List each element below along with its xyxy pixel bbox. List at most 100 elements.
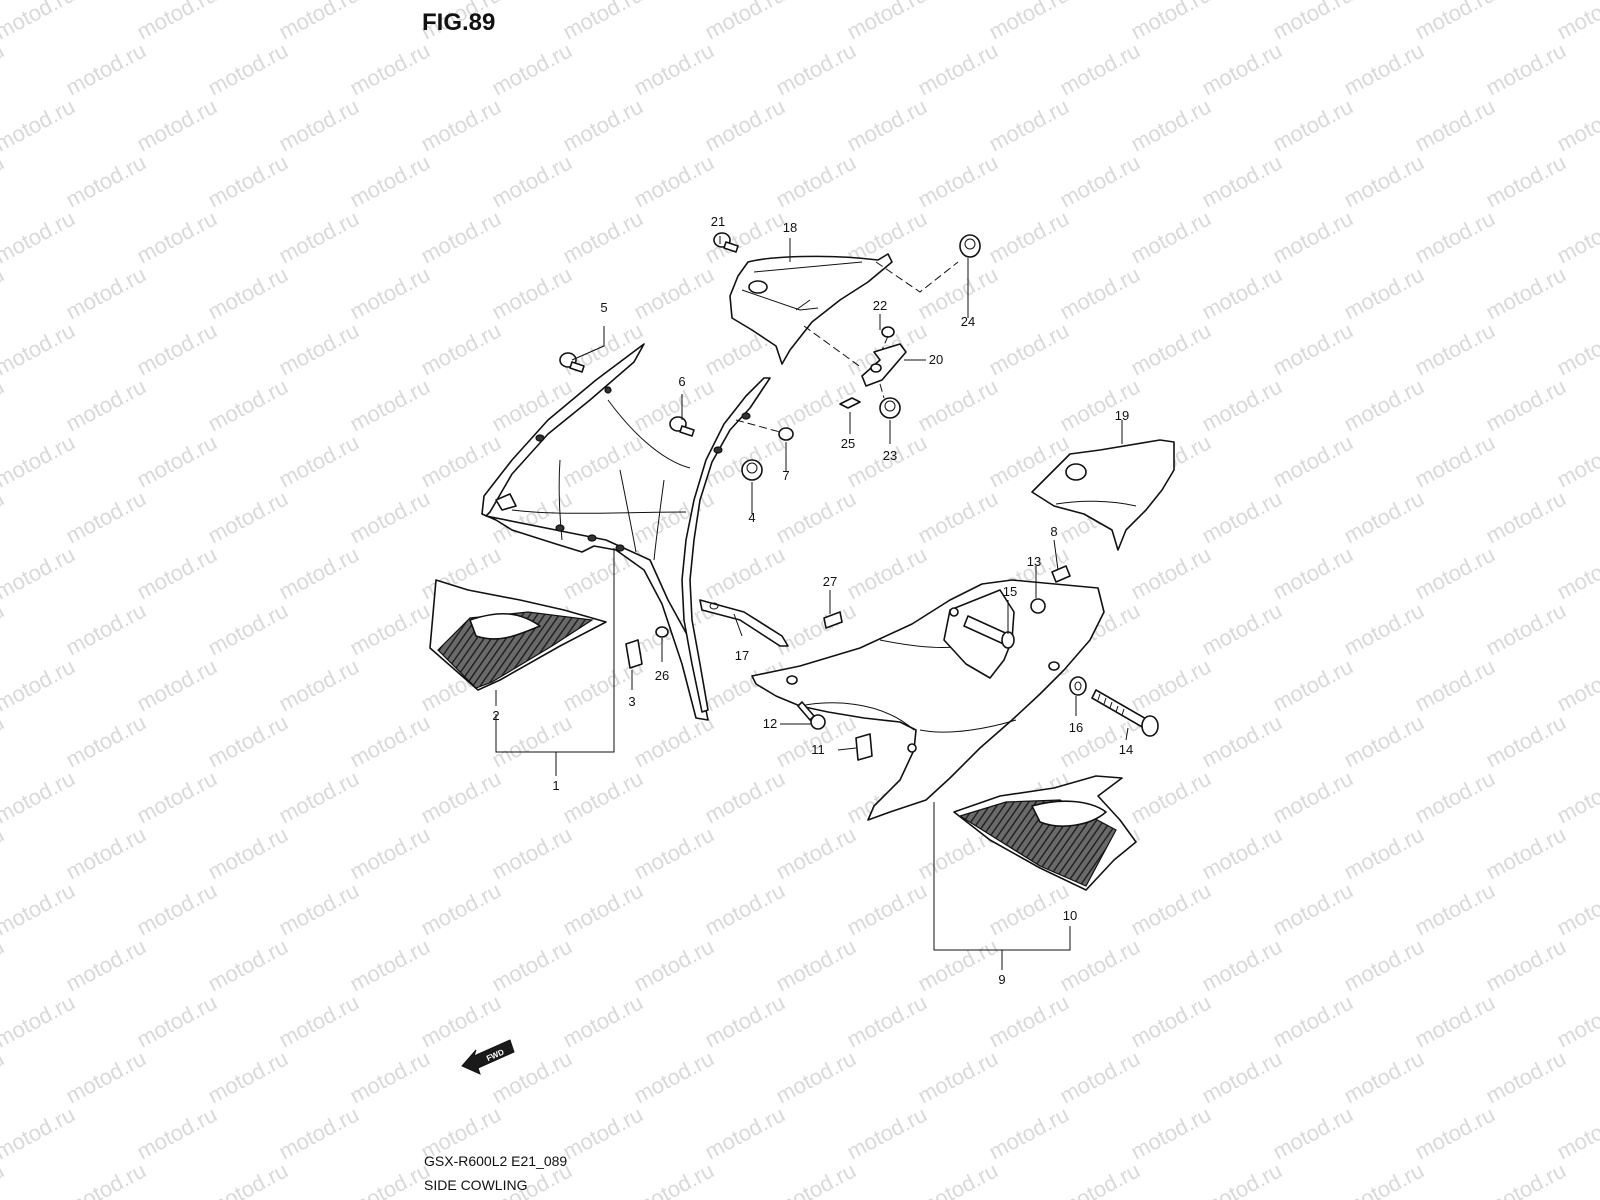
watermark-text: motod.ru [0,990,79,1053]
watermark-text: motod.ru [1198,934,1286,997]
watermark-text: motod.ru [0,934,8,997]
part-22-screw [881,326,895,338]
watermark-text: motod.ru [985,990,1073,1053]
watermark-text: motod.ru [701,430,789,493]
watermark-text: motod.ru [346,262,434,325]
watermark-text: motod.ru [843,94,931,157]
watermark-text: motod.ru [1411,94,1499,157]
watermark-text: motod.ru [1482,598,1570,661]
watermark-text: motod.ru [275,0,363,44]
assembly-line-24 [875,261,959,293]
watermark-text: motod.ru [772,934,860,997]
part-13-nut [1030,598,1046,614]
callout-3: 3 [628,694,635,709]
watermark-text: motod.ru [488,150,576,213]
watermark-text: motod.ru [1411,0,1499,44]
watermark-text: motod.ru [630,38,718,101]
watermark-text: motod.ru [1340,1046,1428,1109]
watermark-text: motod.ru [346,1158,434,1200]
leader-lines [495,236,1129,970]
watermark-text: motod.ru [630,150,718,213]
watermark-text: motod.ru [630,262,718,325]
watermark-text: motod.ru [204,1158,292,1200]
watermark-text: motod.ru [914,374,1002,437]
watermark-text: motod.ru [62,38,150,101]
watermark-text: motod.ru [0,486,8,549]
watermark-text: motod.ru [1269,430,1357,493]
callout-27: 27 [823,574,837,589]
watermark-text: motod.ru [133,766,221,829]
watermark-text: motod.ru [275,94,363,157]
assembly-line-7 [735,419,781,433]
watermark-text: motod.ru [275,878,363,941]
watermark-text: motod.ru [1198,598,1286,661]
watermark-text: motod.ru [985,206,1073,269]
watermark-text: motod.ru [1127,878,1215,941]
watermark-text: motod.ru [488,822,576,885]
part-27-pad [823,611,843,629]
watermark-text: motod.ru [1553,206,1600,269]
watermark-text: motod.ru [559,430,647,493]
watermark-text: motod.ru [417,766,505,829]
callout-13: 13 [1027,554,1041,569]
callout-8: 8 [1050,524,1057,539]
watermark-text: motod.ru [1198,1046,1286,1109]
watermark-text: motod.ru [1553,878,1600,941]
watermark-text: motod.ru [1340,38,1428,101]
watermark-text: motod.ru [1411,766,1499,829]
watermark-text: motod.ru [275,542,363,605]
watermark-text: motod.ru [1198,822,1286,885]
watermark-text: motod.ru [346,598,434,661]
watermark-text: motod.ru [133,990,221,1053]
callout-18: 18 [783,220,797,235]
watermark-text: motod.ru [1127,542,1215,605]
callout-9: 9 [998,972,1005,987]
watermark-text: motod.ru [1269,0,1357,44]
watermark-text: motod.ru [630,1046,718,1109]
callout-22: 22 [873,298,887,313]
watermark-text: motod.ru [985,94,1073,157]
watermark-text: motod.ru [1127,94,1215,157]
watermark-text: motod.ru [62,710,150,773]
watermark-text: motod.ru [488,374,576,437]
watermark-text: motod.ru [275,206,363,269]
watermark-text: motod.ru [1340,262,1428,325]
watermark-text: motod.ru [559,0,647,44]
watermark-text: motod.ru [133,318,221,381]
watermark-text: motod.ru [275,1102,363,1165]
watermark-text: motod.ru [559,94,647,157]
watermark-text: motod.ru [1482,710,1570,773]
watermark-text: motod.ru [417,990,505,1053]
watermark-text: motod.ru [1411,318,1499,381]
watermark-text: motod.ru [1269,542,1357,605]
watermark-text: motod.ru [1340,934,1428,997]
watermark-text: motod.ru [62,934,150,997]
watermark-text: motod.ru [843,1102,931,1165]
watermark-text: motod.ru [204,822,292,885]
watermark-text: motod.ru [488,38,576,101]
watermark-text: motod.ru [346,934,434,997]
watermark-text: motod.ru [275,318,363,381]
watermark-text: motod.ru [772,38,860,101]
watermark-text: motod.ru [1198,1158,1286,1200]
watermark-text: motod.ru [772,1158,860,1200]
watermark-text: motod.ru [133,206,221,269]
watermark-text: motod.ru [488,710,576,773]
figure-title: FIG.89 [422,9,495,36]
watermark-text: motod.ru [1411,990,1499,1053]
watermark-text: motod.ru [417,430,505,493]
callout-11: 11 [811,742,825,757]
watermark-text: motod.ru [1056,1158,1144,1200]
watermark-text: motod.ru [559,1102,647,1165]
part-3-nut [625,639,643,669]
watermark-text: motod.ru [417,206,505,269]
watermark-text: motod.ru [559,542,647,605]
watermark-text: motod.ru [0,822,8,885]
watermark-text: motod.ru [1411,878,1499,941]
watermark-text: motod.ru [346,150,434,213]
watermark-text: motod.ru [1411,1102,1499,1165]
watermark-text: motod.ru [985,878,1073,941]
watermark-text: motod.ru [488,934,576,997]
watermark-text: motod.ru [1482,934,1570,997]
